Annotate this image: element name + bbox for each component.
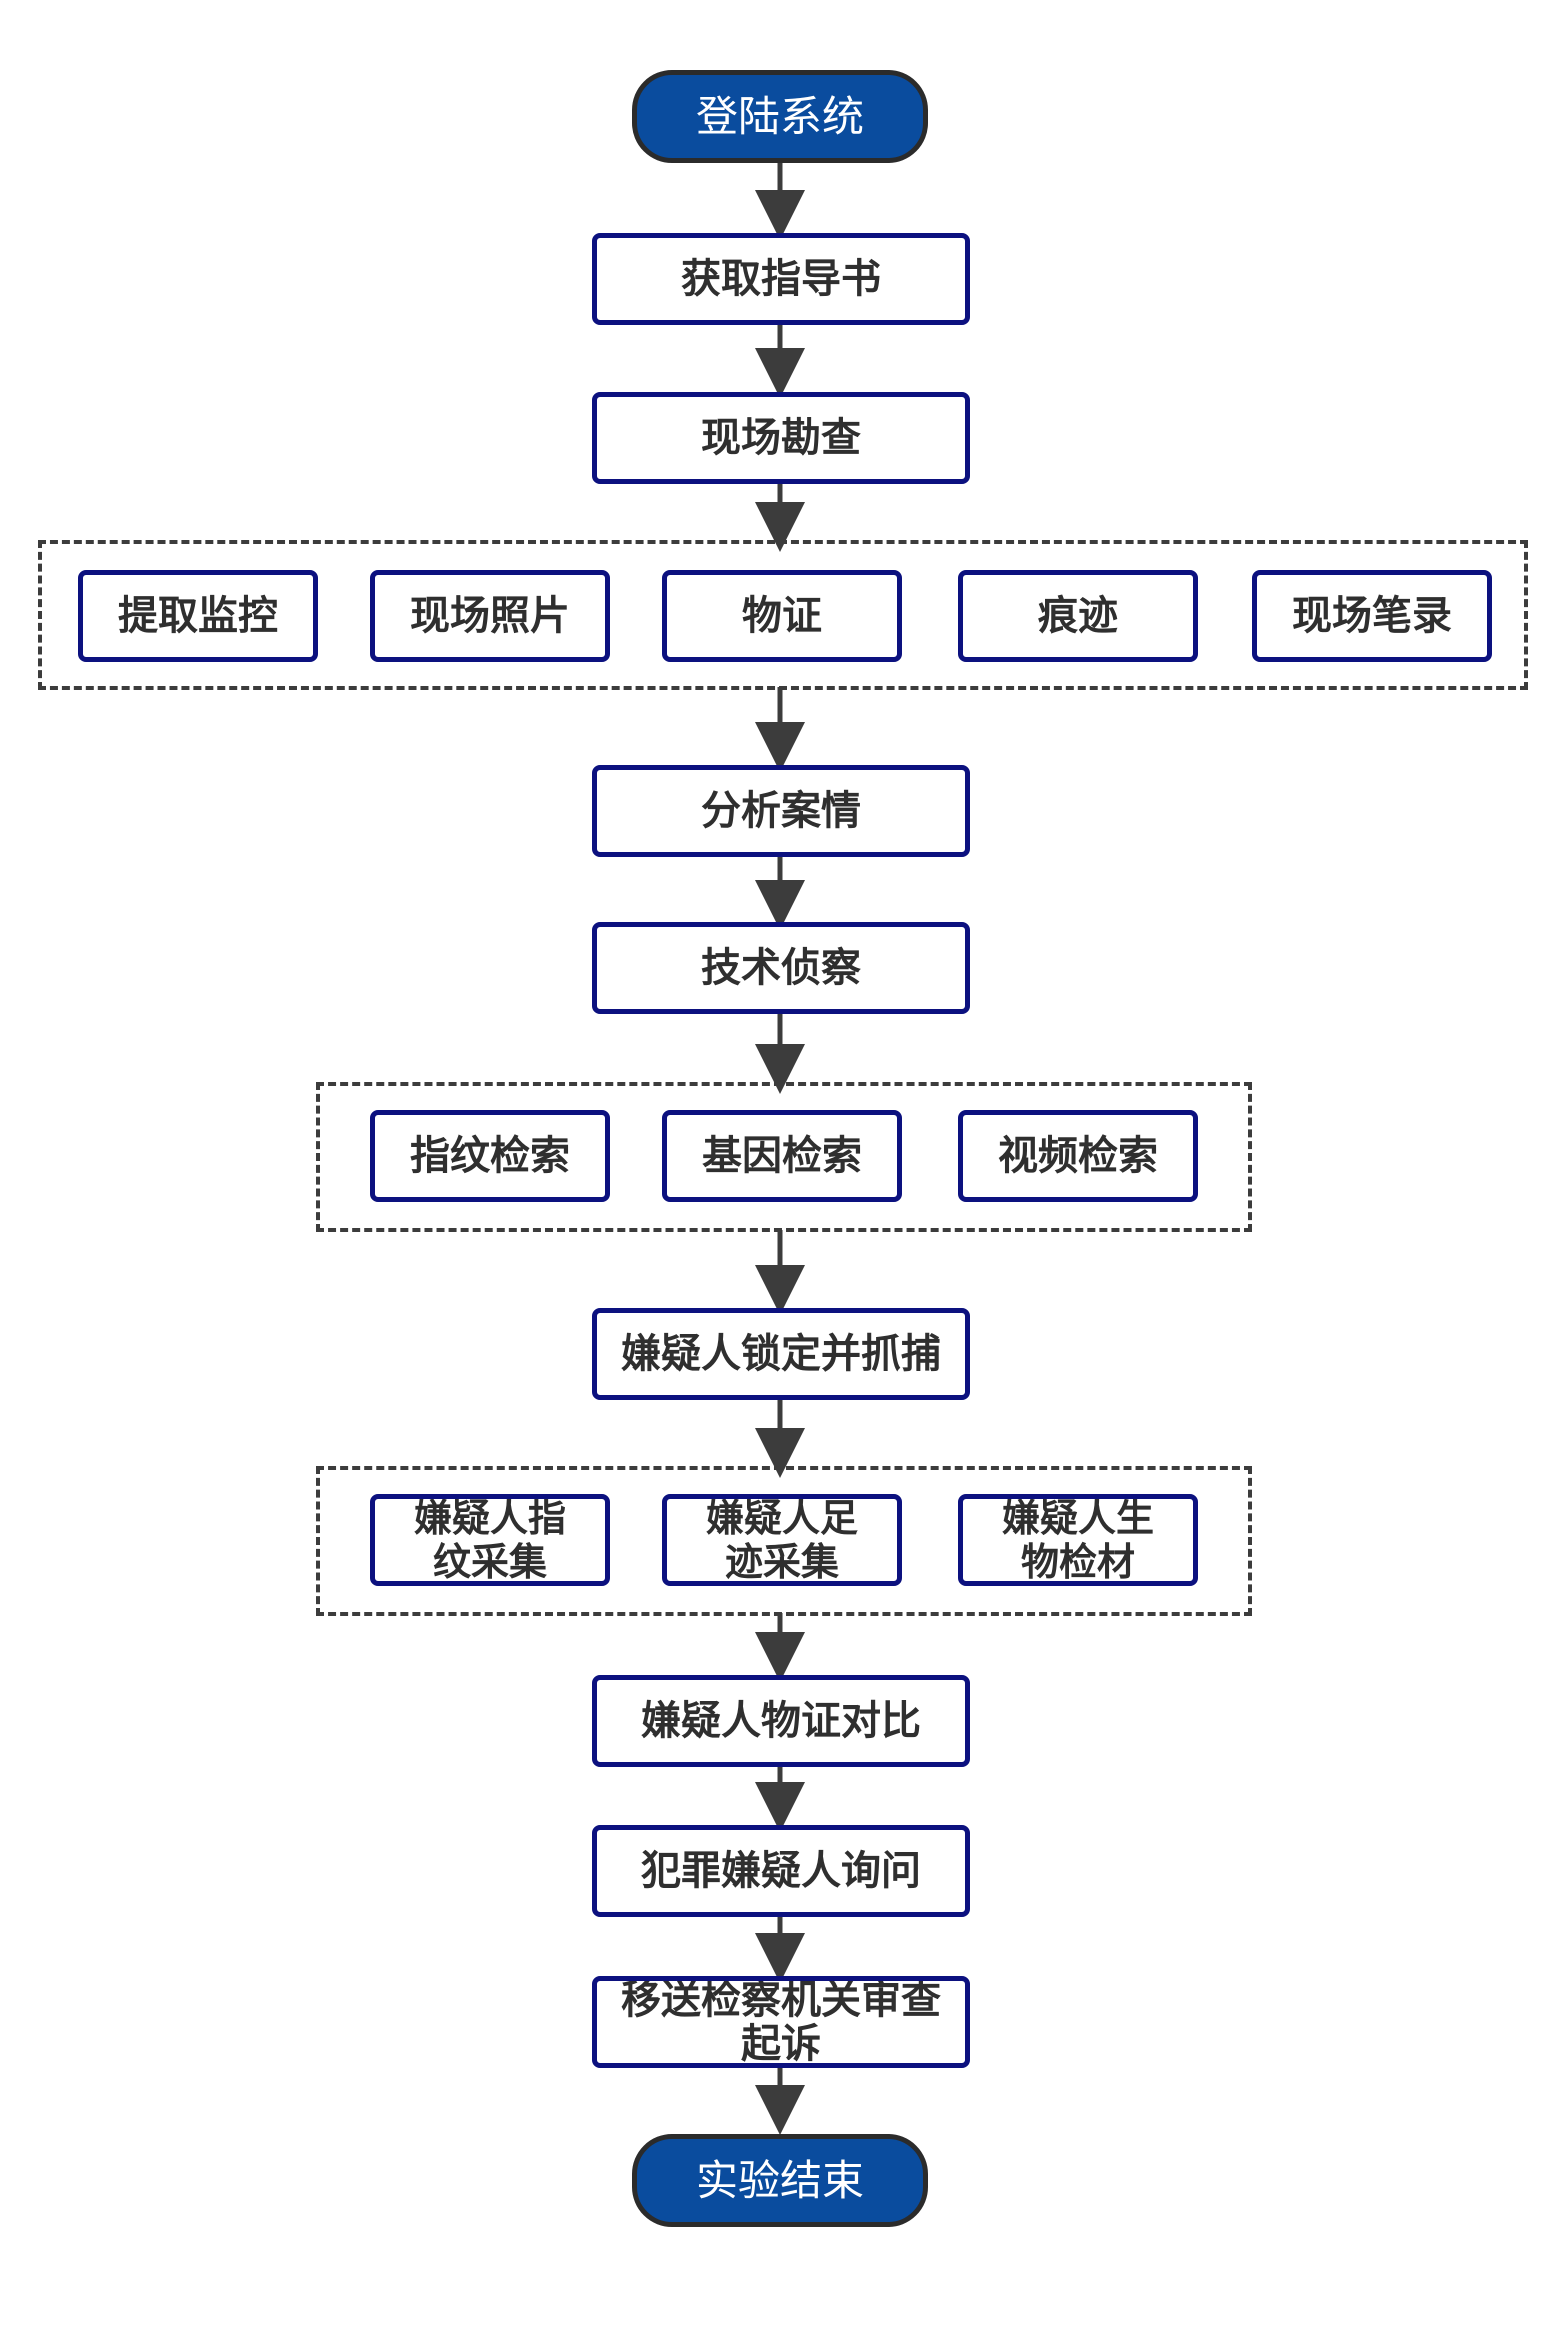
end-terminal: 实验结束: [632, 2134, 928, 2227]
step-gene-search: 基因检索: [662, 1110, 902, 1202]
step-traces: 痕迹: [958, 570, 1198, 662]
step-suspect-biomaterial: 嫌疑人生物检材: [958, 1494, 1198, 1586]
start-terminal: 登陆系统: [632, 70, 928, 163]
scene-evidence-group: [38, 540, 1528, 690]
step-interrogation: 犯罪嫌疑人询问: [592, 1825, 970, 1917]
step-scene-survey: 现场勘查: [592, 392, 970, 484]
step-transfer-prosecution: 移送检察机关审查起诉: [592, 1976, 970, 2068]
step-suspect-footprint: 嫌疑人足迹采集: [662, 1494, 902, 1586]
step-scene-photos: 现场照片: [370, 570, 610, 662]
step-suspect-fingerprint: 嫌疑人指纹采集: [370, 1494, 610, 1586]
step-scene-notes: 现场笔录: [1252, 570, 1492, 662]
step-tech-investigation: 技术侦察: [592, 922, 970, 1014]
step-video-search: 视频检索: [958, 1110, 1198, 1202]
search-group: [316, 1082, 1252, 1232]
suspect-collection-group: [316, 1466, 1252, 1616]
step-lock-arrest: 嫌疑人锁定并抓捕: [592, 1308, 970, 1400]
step-extract-monitor: 提取监控: [78, 570, 318, 662]
step-get-guide: 获取指导书: [592, 233, 970, 325]
step-fingerprint-search: 指纹检索: [370, 1110, 610, 1202]
step-physical-evidence: 物证: [662, 570, 902, 662]
step-evidence-compare: 嫌疑人物证对比: [592, 1675, 970, 1767]
step-analyze-case: 分析案情: [592, 765, 970, 857]
